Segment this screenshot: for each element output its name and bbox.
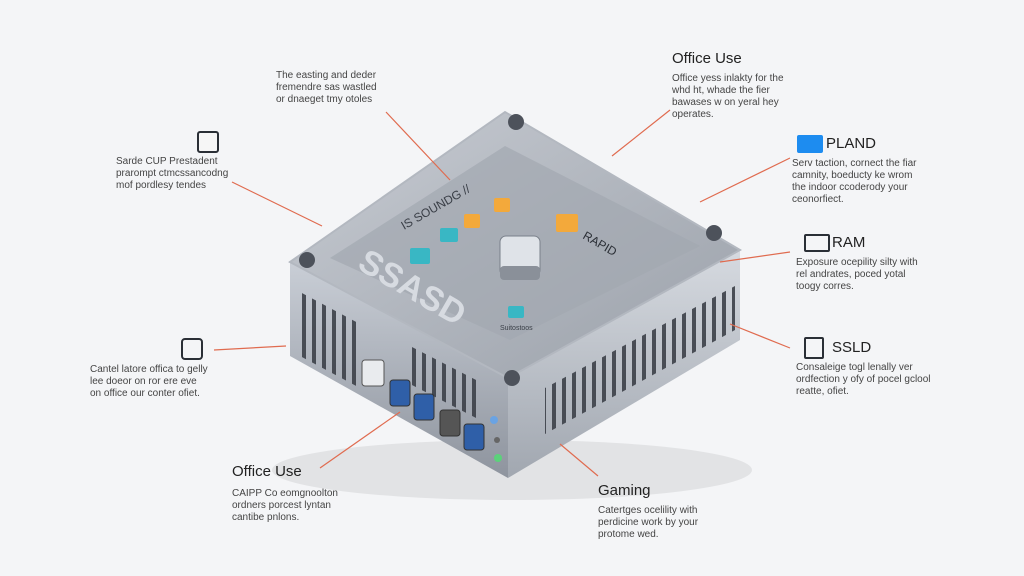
annotation-office-use-bottom: Office Use CAIPP Co eomgnoolton ordners … xyxy=(232,463,338,524)
annotation-top-center: The easting and deder fremendre sas wast… xyxy=(276,70,377,106)
annotation-title: SSLD xyxy=(832,339,872,356)
annotation-text: Office yess inlakty for the whd ht, whad… xyxy=(672,73,784,120)
annotation-title: Office Use xyxy=(672,50,742,67)
ram-icon xyxy=(804,234,830,252)
network-icon xyxy=(181,338,203,360)
annotation-title: Office Use xyxy=(232,463,302,480)
annotation-pland: PLAND Serv taction, cornect the fiar cam… xyxy=(792,135,917,206)
annotation-text: Exposure ocepility silty with rel andrat… xyxy=(796,257,918,292)
annotation-text: The easting and deder fremendre sas wast… xyxy=(276,70,377,105)
annotation-ssld: SSLD Consaleige togl lenally ver ordfect… xyxy=(796,339,931,398)
annotation-gaming: Gaming Catertges ocelility with perdicin… xyxy=(598,482,698,541)
annotation-text: CAIPP Co eomgnoolton ordners porcest lyn… xyxy=(232,488,338,523)
annotation-left-upper: Sarde CUP Prestadent prarompt ctmcssanco… xyxy=(116,156,228,192)
annotation-text: Sarde CUP Prestadent prarompt ctmcssanco… xyxy=(116,156,229,191)
annotation-left-lower: Cantel latore offica to gelly lee doeor … xyxy=(90,364,208,400)
annotation-text: Catertges ocelility with perdicine work … xyxy=(598,505,699,540)
annotation-office-use-top: Office Use Office yess inlakty for the w… xyxy=(672,50,784,121)
center-label: Suitostoos xyxy=(500,325,533,332)
annotation-text: Serv taction, cornect the fiar camnity, … xyxy=(792,158,917,205)
monitor-icon xyxy=(797,135,823,153)
annotation-text: Cantel latore offica to gelly lee doeor … xyxy=(90,364,208,399)
annotation-text: Consaleige togl lenally ver ordfection y… xyxy=(796,362,931,397)
annotation-ram: RAM Exposure ocepility silty with rel an… xyxy=(796,234,918,293)
ssd-icon xyxy=(804,337,824,359)
annotation-title: RAM xyxy=(832,234,866,251)
annotation-title: Gaming xyxy=(598,482,651,499)
chip-icon xyxy=(197,131,219,153)
annotation-title: PLAND xyxy=(826,135,877,152)
